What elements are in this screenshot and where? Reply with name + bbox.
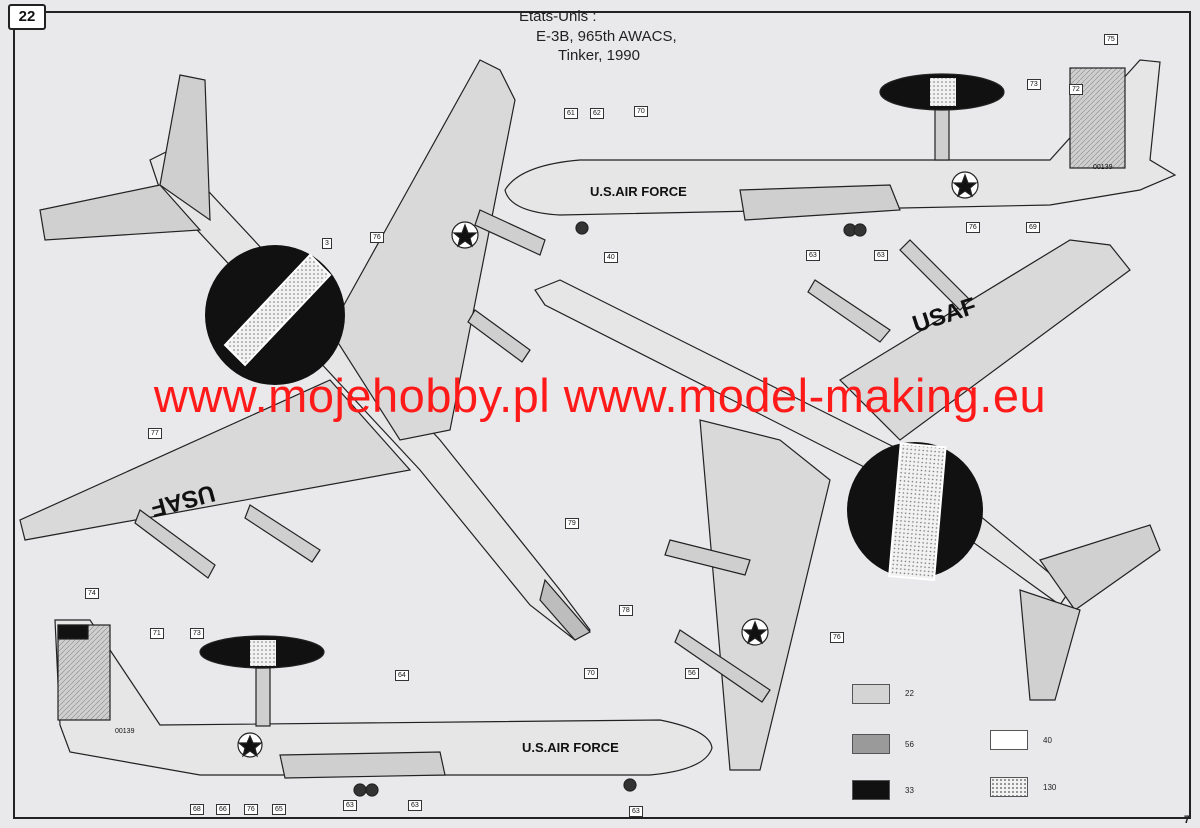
- callout: 73: [1027, 79, 1041, 90]
- callout: 63: [343, 800, 357, 811]
- callout: 74: [85, 588, 99, 599]
- legend-swatch-40: [990, 730, 1028, 750]
- callout: 78: [619, 605, 633, 616]
- watermark-text: www.mojehobby.pl www.model-making.eu: [153, 369, 1047, 422]
- legend-swatch-130: [990, 777, 1028, 797]
- callout: 65: [272, 804, 286, 815]
- callout: 71: [150, 628, 164, 639]
- bottom-view-aircraft: [534, 239, 1161, 771]
- callout: 77: [148, 428, 162, 439]
- callout: 62: [590, 108, 604, 119]
- title-line-1: Etats-Unis :: [519, 8, 597, 25]
- callout: 40: [604, 252, 618, 263]
- bottom-view-rotodome: [847, 442, 983, 582]
- title-line-2: E-3B, 965th AWACS,: [536, 28, 677, 45]
- callout: 61: [564, 108, 578, 119]
- side-view-left: [54, 619, 713, 797]
- callout: 66: [216, 804, 230, 815]
- callout: 63: [629, 806, 643, 817]
- page-number-footer: 7: [1183, 814, 1190, 826]
- callout: 69: [1026, 222, 1040, 233]
- callout: 63: [874, 250, 888, 261]
- side-right-air-force-text: U.S.AIR FORCE: [590, 184, 687, 199]
- legend-swatch-33: [852, 780, 890, 800]
- title-line-3: Tinker, 1990: [558, 47, 640, 64]
- callout: 63: [408, 800, 422, 811]
- callout: 73: [190, 628, 204, 639]
- side-left-air-force-text: U.S.AIR FORCE: [522, 740, 619, 755]
- callout: 76: [830, 632, 844, 643]
- callout: 76: [966, 222, 980, 233]
- legend-swatch-56: [852, 734, 890, 754]
- callout: 76: [370, 232, 384, 243]
- legend-code-130: 130: [1043, 783, 1057, 792]
- legend-swatch-22: [852, 684, 890, 704]
- serial-left: 00139: [115, 728, 135, 735]
- callout: 56: [685, 668, 699, 679]
- callout: 72: [1069, 84, 1083, 95]
- top-view-rotodome: [205, 245, 345, 385]
- legend-code-56: 56: [905, 740, 914, 749]
- callout: 70: [584, 668, 598, 679]
- legend-code-40: 40: [1043, 736, 1052, 745]
- callout: 76: [244, 804, 258, 815]
- callout: 75: [1104, 34, 1118, 45]
- callout: 3: [322, 238, 332, 249]
- callout: 64: [395, 670, 409, 681]
- legend-code-22: 22: [905, 689, 914, 698]
- callout: 79: [565, 518, 579, 529]
- callout: 70: [634, 106, 648, 117]
- callout: 63: [806, 250, 820, 261]
- page-number-badge: 22: [8, 4, 46, 30]
- serial-right: 00139: [1093, 164, 1113, 171]
- page-frame: [13, 11, 1191, 819]
- legend-code-33: 33: [905, 786, 914, 795]
- callout: 68: [190, 804, 204, 815]
